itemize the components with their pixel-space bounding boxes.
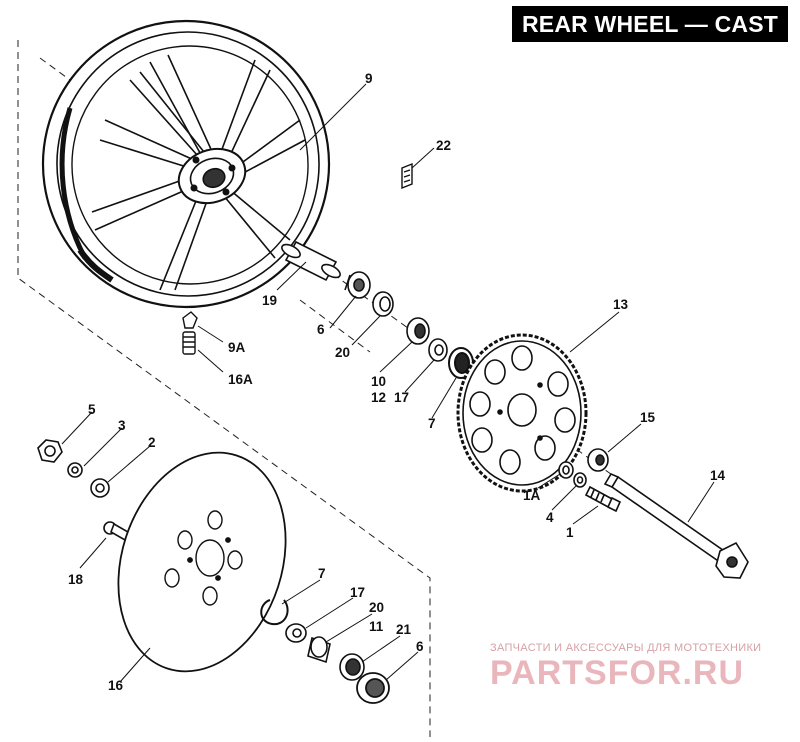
callout-4: 4 — [546, 510, 554, 525]
bearing-upper — [344, 271, 371, 299]
callout-labels: 9 22 19 6 20 9A 16A 13 10 12 17 7 15 14 … — [68, 71, 726, 693]
rear-sprocket — [456, 333, 588, 493]
spacer-ring-lower — [307, 636, 331, 664]
washer-lower — [285, 623, 307, 643]
callout-12: 12 — [371, 390, 386, 405]
callout-15: 15 — [640, 410, 656, 425]
rear-axle — [603, 472, 749, 579]
callout-3: 3 — [118, 418, 126, 433]
bearing-lower — [356, 672, 390, 704]
spacer-sleeve — [281, 240, 341, 282]
valve-stem — [182, 311, 198, 355]
callout-17-upper: 17 — [394, 390, 409, 405]
sprocket-bolt — [584, 485, 622, 513]
grease-seal — [339, 653, 365, 681]
callout-9A: 9A — [228, 340, 246, 355]
callout-20-lower: 20 — [369, 600, 384, 615]
callout-6-upper: 6 — [317, 322, 325, 337]
left-lockwasher — [67, 462, 83, 478]
callout-17-lower: 17 — [350, 585, 365, 600]
callout-10: 10 — [371, 374, 386, 389]
callout-6-lower: 6 — [416, 639, 424, 654]
callout-7-lower: 7 — [318, 566, 326, 581]
callout-5: 5 — [88, 402, 96, 417]
callout-13: 13 — [613, 297, 629, 312]
lock-washer — [558, 461, 574, 479]
rotor-bolt — [103, 521, 129, 542]
bearing-race — [406, 317, 430, 345]
cast-rear-wheel — [41, 19, 331, 309]
axle-adjuster-clip — [401, 162, 413, 190]
callout-21: 21 — [396, 622, 412, 637]
snap-ring-lower — [260, 599, 289, 626]
callout-11: 11 — [369, 619, 384, 634]
callout-19: 19 — [262, 293, 277, 308]
washer-upper — [428, 338, 448, 362]
callout-1: 1 — [566, 525, 574, 540]
brake-disc — [117, 451, 287, 673]
diagram-title-banner: REAR WHEEL — CAST — [512, 6, 788, 42]
callout-18: 18 — [68, 572, 84, 587]
diagram-title: REAR WHEEL — CAST — [522, 10, 778, 37]
callout-2: 2 — [148, 435, 156, 450]
callout-20-upper: 20 — [335, 345, 350, 360]
callout-1A: 1A — [523, 488, 541, 503]
callout-14: 14 — [710, 468, 726, 483]
watermark-brand: PARTSFOR.RU — [490, 654, 745, 692]
left-washer — [90, 478, 110, 498]
callout-9: 9 — [365, 71, 373, 86]
left-nut — [37, 439, 63, 463]
sprocket-nut — [587, 448, 609, 472]
watermark-tagline: ЗАПЧАСТИ И АКСЕССУАРЫ ДЛЯ МОТОТЕХНИКИ — [490, 642, 762, 654]
callout-22: 22 — [436, 138, 451, 153]
flat-washer — [573, 472, 587, 488]
callout-16A: 16A — [228, 372, 253, 387]
callout-7-upper: 7 — [428, 416, 436, 431]
spacer-ring-upper — [372, 291, 394, 317]
callout-16: 16 — [108, 678, 124, 693]
callout-leaders — [61, 83, 715, 683]
